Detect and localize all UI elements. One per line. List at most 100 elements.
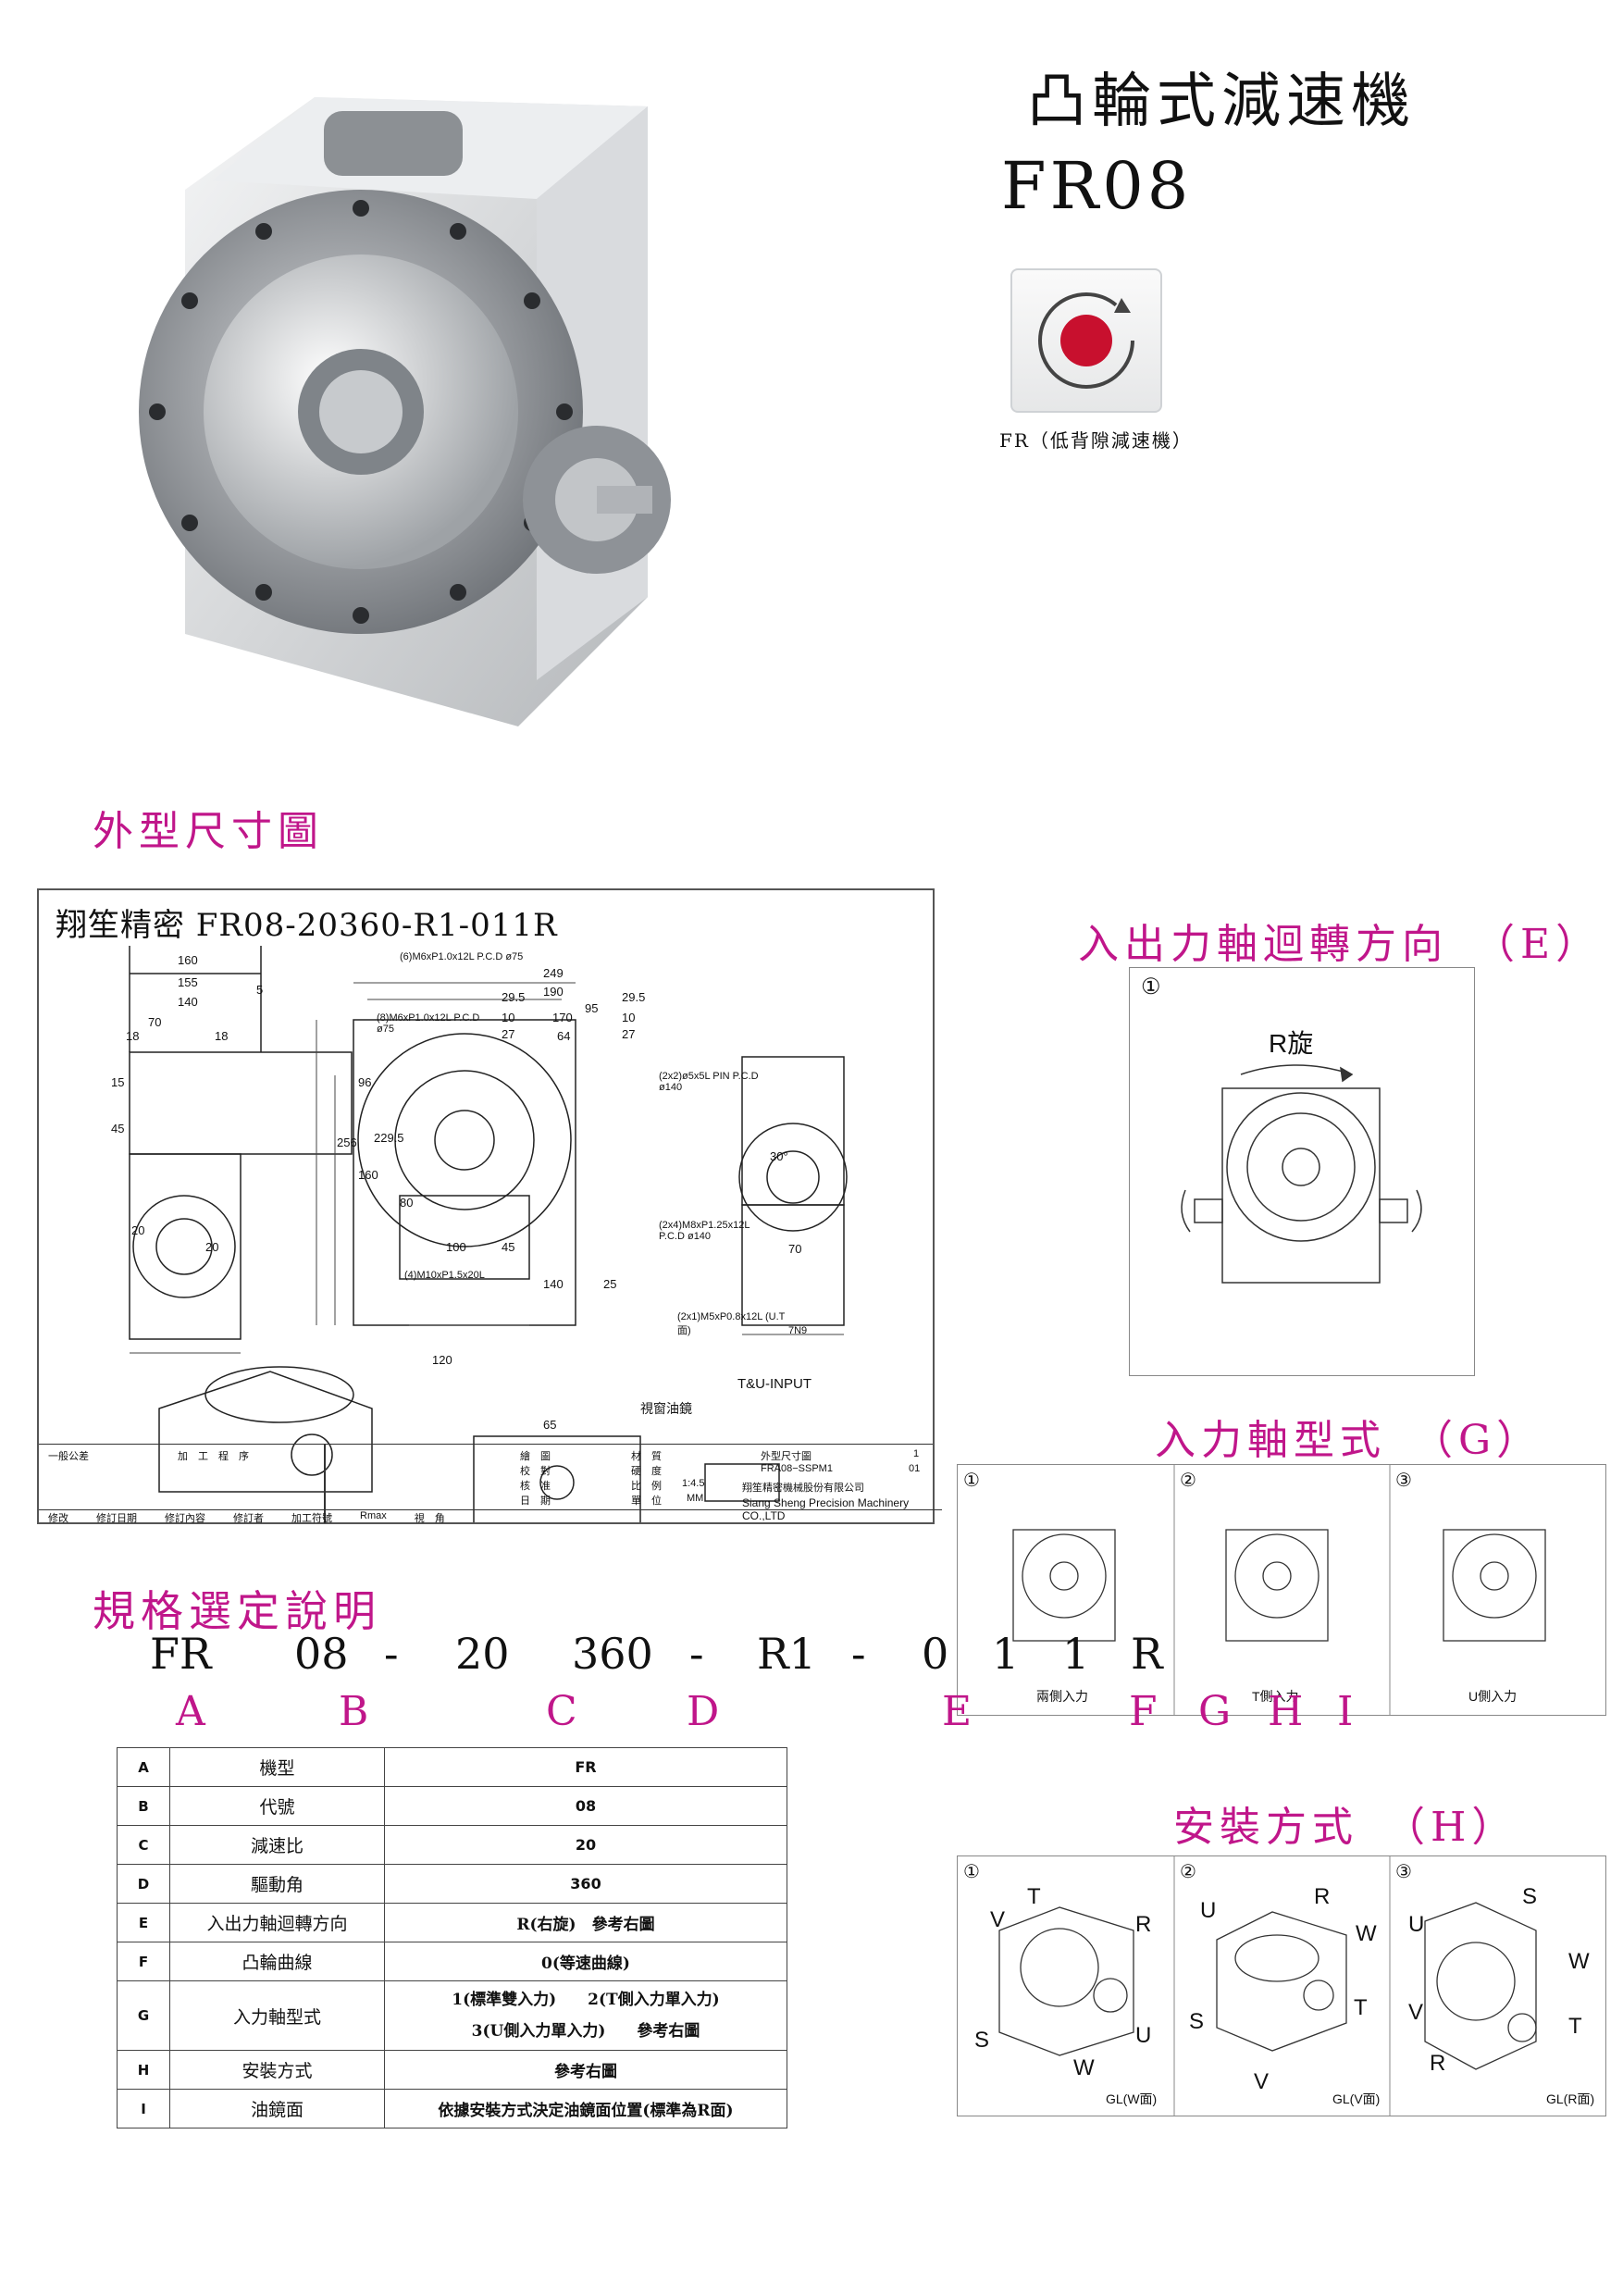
face-letter: S <box>1522 1884 1538 1909</box>
tb-row: 校 對 <box>520 1466 551 1477</box>
dim-label: 140 <box>178 995 198 1009</box>
face-letter: S <box>1189 2009 1205 2034</box>
tb-col: 比 例 <box>631 1481 662 1492</box>
tb-bottom: Rmax <box>360 1510 387 1521</box>
code-part: FR <box>150 1629 212 1679</box>
tb-bottom: 加工符號 <box>291 1513 332 1524</box>
outline-drawing: 翔笙精密 FR08-20360-R1-011R <box>37 888 942 1524</box>
rotation-heading: 入出力軸迴轉方向 （E） <box>1078 921 1603 968</box>
drawing-lines <box>129 946 848 1522</box>
mount-label: GL(W面) <box>1106 2091 1158 2106</box>
dim-label: 29.5 <box>502 990 526 1004</box>
dim-label: 20 <box>205 1240 219 1254</box>
callout-label: (2x4)M8xP1.25x12L P.C.D ø140 <box>659 1220 750 1242</box>
callout-label: (6)M6xP1.0x12L P.C.D ø75 <box>400 951 524 962</box>
tb-company-en: Siang Sheng Precision Machinery CO.,LTD <box>742 1496 910 1522</box>
dim-label: 45 <box>502 1240 515 1254</box>
dim-label: 5 <box>256 983 264 997</box>
code-letter: C <box>546 1688 577 1735</box>
tb-company-cn: 翔笙精密機械股份有限公司 <box>742 1483 864 1494</box>
mount-label: GL(R面) <box>1546 2091 1595 2106</box>
fr-badge <box>1010 268 1162 413</box>
face-letter: R <box>1135 1912 1152 1937</box>
rotation-diagram <box>1181 1064 1422 1284</box>
face-letter: V <box>1254 2069 1270 2094</box>
tb-bottom: 修改 <box>48 1513 68 1524</box>
face-letter: U <box>1408 1912 1425 1937</box>
face-letter: R <box>1314 1884 1331 1909</box>
face-letter: U <box>1200 1898 1217 1923</box>
dim-label: 80 <box>400 1196 414 1210</box>
dim-label: 120 <box>432 1353 452 1367</box>
face-letter: V <box>1408 2000 1424 2025</box>
face-letter: T <box>1354 1995 1368 2020</box>
callout-label: T&U-INPUT <box>737 1376 812 1392</box>
dim-label: 30° <box>770 1149 788 1163</box>
code-part: 360 <box>572 1629 653 1679</box>
panel-num: ② <box>1180 1860 1196 1882</box>
code-letter: E <box>942 1688 973 1735</box>
page-title: 凸輪式減速機 <box>1027 68 1416 136</box>
input-label-both: 兩側入力 <box>1036 1689 1088 1704</box>
tb-bottom: 修訂內容 <box>165 1513 205 1524</box>
callout-label: (2x2)ø5x5L PIN P.C.D ø140 <box>659 1071 759 1093</box>
input-label-t: T側入力 <box>1252 1689 1299 1704</box>
tb-general: 一般公差 <box>48 1451 89 1462</box>
panel-num: ③ <box>1395 1469 1412 1491</box>
face-letter: W <box>1568 1949 1590 1974</box>
mount-label: GL(V面) <box>1332 2091 1381 2106</box>
spec-heading: 規格選定說明 <box>93 1586 381 1636</box>
badge-caption: FR（低背隙減速機） <box>999 429 1193 452</box>
code-letter: F <box>1129 1688 1158 1735</box>
code-letter: D <box>687 1688 720 1735</box>
tb-col: 硬 度 <box>631 1466 662 1477</box>
tb-scale: 1:4.5 <box>682 1478 705 1489</box>
dim-label: 249 <box>543 966 564 980</box>
face-letter: T <box>1027 1884 1041 1909</box>
tb-rev: 01 <box>909 1463 921 1474</box>
code-part: - <box>689 1629 704 1679</box>
dim-label: 229.5 <box>374 1131 404 1145</box>
panel-num: ① <box>963 1469 980 1491</box>
rotation-label: R旋 <box>1269 1029 1314 1058</box>
tb-bottom: 修訂者 <box>233 1513 264 1524</box>
panel-num: ① <box>963 1860 980 1882</box>
rotation-panel: ① R旋 <box>1129 967 1475 1376</box>
rotation-badge-icon <box>1038 292 1134 389</box>
tb-col: 單 位 <box>631 1496 662 1507</box>
dim-label: 25 <box>603 1277 617 1291</box>
tb-row: 繪 圖 <box>520 1451 551 1462</box>
tb-part-no: FRA08−SSPM1 <box>761 1463 833 1474</box>
dim-label: 70 <box>148 1015 162 1029</box>
tb-bottom: 修訂日期 <box>96 1513 137 1524</box>
callout-label: (2x1)M5xP0.8x12L (U.T面) <box>677 1311 786 1336</box>
face-letter: W <box>1073 2055 1095 2080</box>
panel-num: ① <box>1141 974 1161 999</box>
code-part: R <box>1131 1629 1163 1679</box>
dim-label: 27 <box>502 1027 515 1041</box>
outline-heading: 外型尺寸圖 <box>93 808 324 855</box>
face-letter: S <box>974 2028 990 2053</box>
dim-label: 256 <box>337 1136 357 1149</box>
dim-label: 10 <box>622 1011 636 1024</box>
tb-row: 核 准 <box>520 1481 551 1492</box>
face-letter: W <box>1356 1921 1377 1946</box>
dim-label: 64 <box>557 1029 571 1043</box>
mounting-heading: 安裝方式 （H） <box>1173 1804 1518 1851</box>
dim-label: 160 <box>358 1168 378 1182</box>
title-block: 一般公差 加 工 程 序 繪 圖 校 對 核 准 日 期 材 質 硬 度 比 例… <box>39 1444 942 1524</box>
panel-num: ③ <box>1395 1860 1412 1882</box>
spec-g-line2: 3(U側入力單入力) 參考右圖 <box>471 2022 700 2041</box>
tb-col: 材 質 <box>631 1451 662 1462</box>
drawing-title: 翔笙精密 FR08-20360-R1-011R <box>56 907 558 944</box>
face-letter: R <box>1430 2051 1446 2076</box>
code-part: 08 <box>294 1629 349 1679</box>
tb-unit: MM <box>687 1493 704 1504</box>
dim-label: 20 <box>131 1223 145 1237</box>
callout-label: 7N9 <box>788 1325 808 1336</box>
